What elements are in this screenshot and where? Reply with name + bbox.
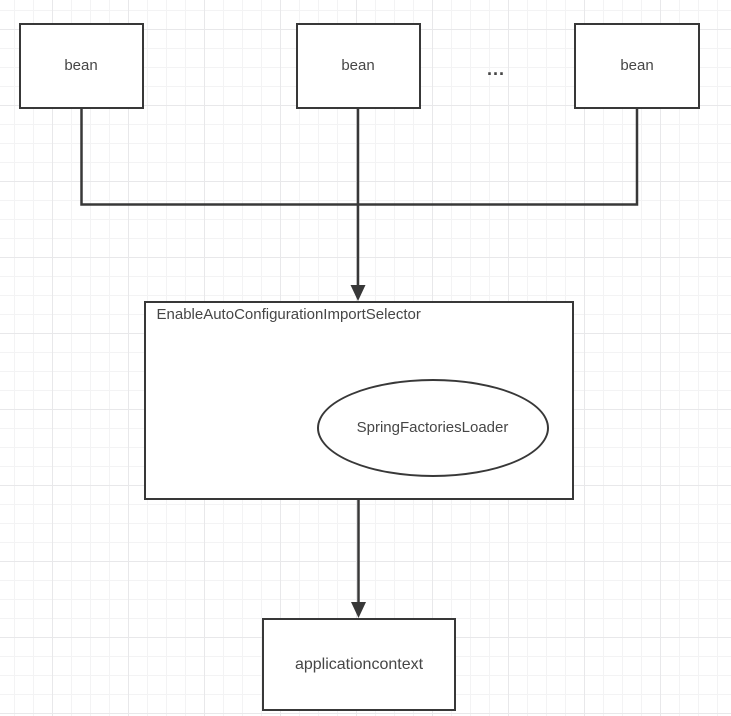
node-bean-1-label: bean [64, 56, 98, 74]
arrowhead-icon [350, 285, 366, 301]
node-loader-label: SpringFactoriesLoader [356, 419, 509, 436]
node-loader: SpringFactoriesLoader [316, 379, 549, 477]
node-bean-1: bean [18, 22, 144, 109]
node-bean-2: bean [295, 22, 421, 109]
node-context: applicationcontext [262, 618, 456, 711]
node-bean-3-label: bean [620, 56, 654, 74]
node-context-label: applicationcontext [294, 655, 424, 673]
ellipsis-label: ... [486, 59, 505, 79]
connector-beans-bracket [80, 108, 639, 206]
node-bean-3: bean [574, 22, 700, 109]
node-selector-label: EnableAutoConfigurationImportSelector [156, 306, 421, 323]
node-bean-2-label: bean [341, 56, 375, 74]
arrowhead-icon [351, 602, 366, 618]
node-selector: EnableAutoConfigurationImportSelector Sp… [143, 301, 574, 500]
